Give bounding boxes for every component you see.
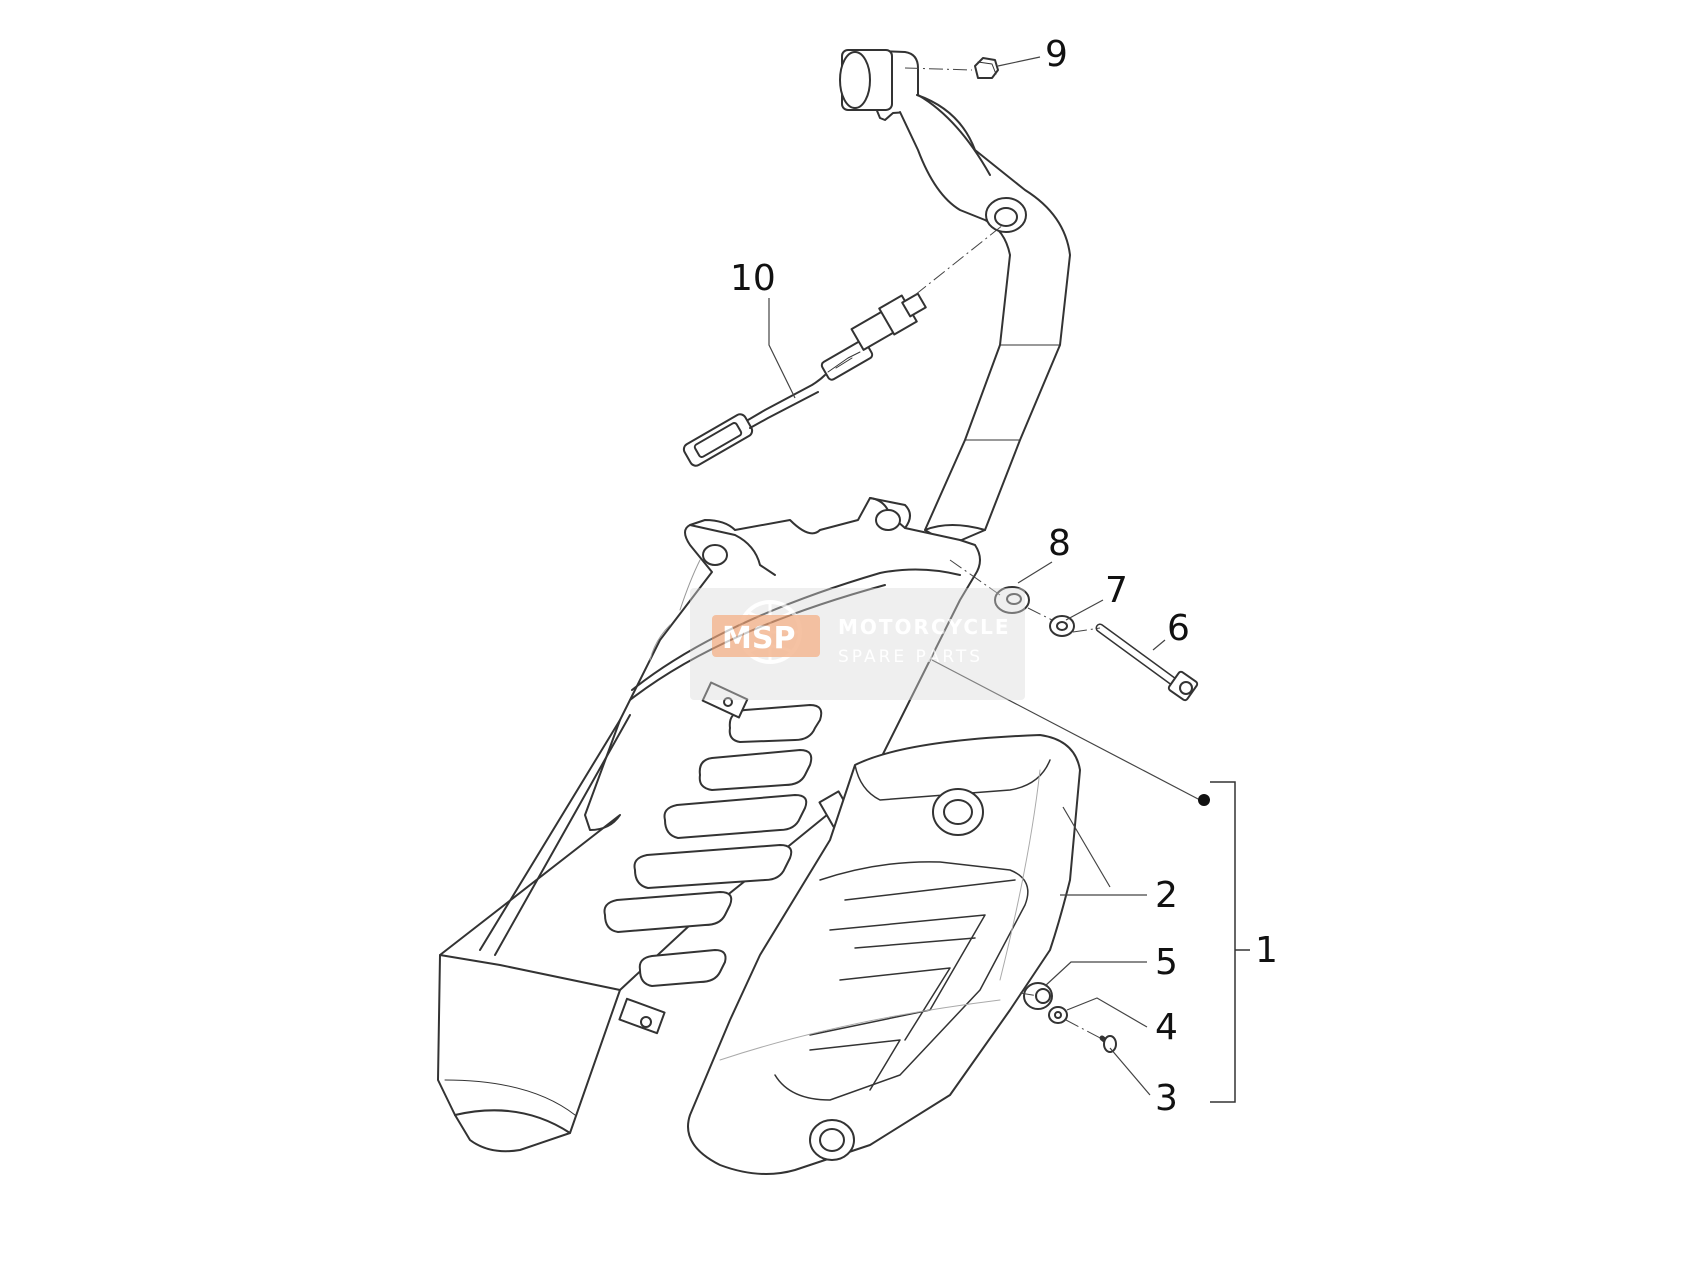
watermark-subtitle: SPARE PARTS: [838, 647, 983, 667]
lambda-sensor: [682, 292, 927, 467]
assembly-bracket-1: [1210, 781, 1250, 1103]
muffler-body: [437, 497, 981, 1153]
watermark-logo-text: MSP: [722, 621, 795, 656]
callout-6: 6: [1167, 608, 1190, 649]
washer-part-7: [1049, 615, 1075, 637]
callout-8: 8: [1048, 523, 1071, 564]
callout-2: 2: [1155, 875, 1178, 916]
callout-7: 7: [1105, 570, 1128, 611]
callout-labels: 9 10 8 7 6 2 1 5 4 3: [730, 34, 1278, 1119]
callout-4: 4: [1155, 1007, 1178, 1048]
callout-5: 5: [1155, 942, 1178, 983]
callout-10: 10: [730, 258, 776, 299]
screw-part-3: [1099, 1035, 1117, 1053]
assembly-marker-dot: [1198, 794, 1210, 806]
watermark: MSP MOTORCYCLE SPARE PARTS: [690, 588, 1025, 700]
spacer-part-8: [994, 586, 1030, 614]
washer-part-4: [1048, 1006, 1068, 1024]
assembly-axes: [904, 67, 1105, 1041]
heat-shield: [687, 734, 1081, 1175]
callout-1: 1: [1255, 930, 1278, 971]
nut-part-9: [974, 57, 999, 79]
callout-9: 9: [1045, 34, 1068, 75]
exhaust-header-pipe: [839, 49, 1071, 546]
bolt-part-6: [1095, 623, 1199, 702]
leader-lines: [768, 56, 1201, 1096]
watermark-logo: MSP: [712, 600, 820, 664]
callout-3: 3: [1155, 1078, 1178, 1119]
watermark-title: MOTORCYCLE: [838, 615, 1010, 639]
